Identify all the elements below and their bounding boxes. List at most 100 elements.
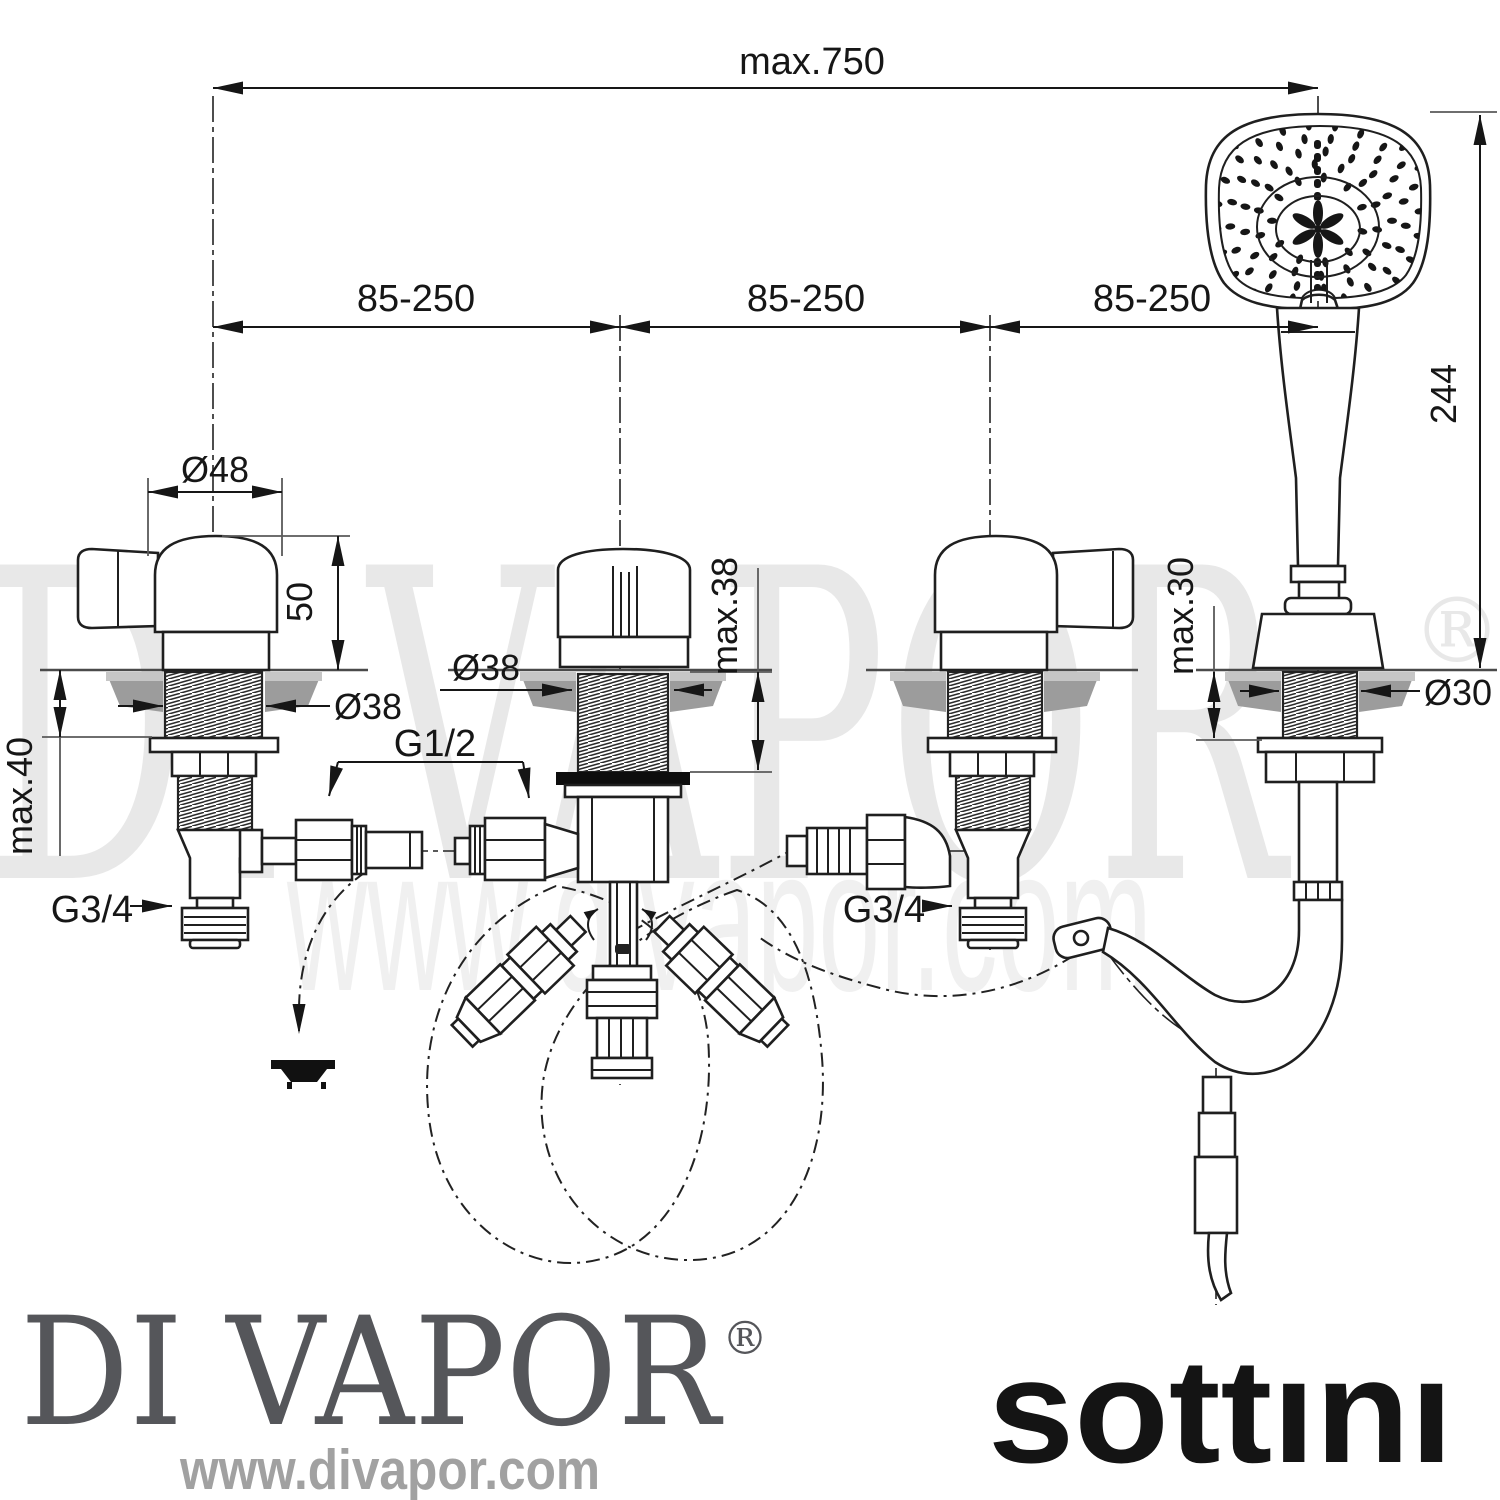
right-valve-lower-thread xyxy=(954,774,1032,832)
dim-holder-hole-label: Ø30 xyxy=(1424,672,1492,713)
flexible-hose-paths xyxy=(292,852,1099,1264)
dim-spout-hole: Ø38 xyxy=(440,647,712,697)
hose-to-right-valve xyxy=(629,852,787,933)
dim-handle-diameter-label: Ø48 xyxy=(181,449,249,490)
dim-inlet-thread-label: G1/2 xyxy=(394,723,476,765)
footer-registered-icon: ® xyxy=(722,1311,768,1365)
flex-tail-connectors xyxy=(449,880,791,1080)
hose-to-guide xyxy=(755,934,1099,998)
left-valve-cap xyxy=(153,534,279,634)
dimensions: max.750 85-250 85-250 85-250 Ø48 50 xyxy=(0,41,1497,931)
spray-ring-outer xyxy=(1256,176,1380,278)
right-valve-thread xyxy=(946,670,1044,740)
middle-union-nut xyxy=(483,816,547,882)
spray-flower-icon xyxy=(1292,200,1344,258)
swivel-arrow-right-icon xyxy=(641,908,657,941)
watermark-registered-icon: ® xyxy=(1412,579,1500,684)
dim-outlet-right: G3/4 xyxy=(843,889,952,931)
left-union-nut xyxy=(294,818,354,882)
waste-cable-path xyxy=(298,857,393,1009)
dim-handle-height-label: 50 xyxy=(279,582,320,622)
right-valve-flange xyxy=(926,736,1058,754)
dim-spout-deck-max: max.38 xyxy=(690,557,772,773)
left-valve xyxy=(76,534,424,950)
dim-spacing-1-label: 85-250 xyxy=(357,278,475,320)
left-valve-outlet-tail xyxy=(180,896,250,950)
footer-url: www.divapor.com xyxy=(179,1438,600,1500)
holder-lip xyxy=(1283,596,1353,616)
hose-guide xyxy=(1052,898,1344,1076)
footer-brand-logo: DI VAPOR xyxy=(20,1286,724,1460)
dim-spacing-2: 85-250 xyxy=(620,278,990,334)
left-valve-side-port xyxy=(238,818,424,882)
dim-valve-hole-label: Ø38 xyxy=(334,686,402,727)
right-valve xyxy=(785,534,1135,950)
dim-holder-hole: Ø30 xyxy=(1240,672,1492,713)
left-diagonal-connector xyxy=(449,914,588,1049)
left-valve-lower-thread xyxy=(176,774,254,832)
dim-outlet-left-label: G3/4 xyxy=(51,889,133,931)
handle-step xyxy=(1289,564,1347,584)
dim-handset-length: 244 xyxy=(1423,111,1497,668)
spout-thread xyxy=(576,672,670,774)
right-valve-outlet-tail xyxy=(958,896,1028,950)
dim-inlet-thread: G1/2 xyxy=(328,723,531,799)
right-union-nut xyxy=(865,813,907,891)
dim-valve-hole: Ø38 xyxy=(118,686,402,727)
dim-holder-deck-max-label: max.30 xyxy=(1160,557,1201,675)
deck-top-edge xyxy=(106,672,1415,681)
middle-spout xyxy=(453,547,692,884)
hose-loop-right xyxy=(540,888,824,1262)
dim-spout-deck-max-label: max.38 xyxy=(704,557,745,675)
right-valve-cap xyxy=(933,534,1059,634)
holder-outlet-tube xyxy=(1297,780,1339,884)
left-valve-locknut xyxy=(170,750,258,778)
spout-flange xyxy=(563,783,683,799)
swivel-nub xyxy=(615,944,631,954)
dim-spacing-2-label: 85-250 xyxy=(747,278,865,320)
right-valve-handle xyxy=(1051,547,1135,630)
right-valve-body xyxy=(954,828,1032,900)
holder-nut xyxy=(1264,750,1376,784)
spout-left-port xyxy=(453,816,580,882)
guide-screw-hole xyxy=(1072,929,1090,947)
dim-outlet-right-label: G3/4 xyxy=(843,889,925,931)
spout-skirt xyxy=(558,635,690,669)
spout-cap-slot xyxy=(612,566,638,637)
dim-spout-hole-label: Ø38 xyxy=(452,647,520,688)
footer-manufacturer-logo: sottını xyxy=(988,1329,1453,1494)
dim-handset-length-label: 244 xyxy=(1423,364,1464,424)
holder-flange xyxy=(1256,736,1384,754)
dim-spacing-3: 85-250 xyxy=(990,278,1318,334)
dim-overall-width-label: max.750 xyxy=(739,41,885,83)
holder-cone xyxy=(1251,612,1385,670)
left-valve-base xyxy=(161,630,271,672)
left-valve-thread xyxy=(163,670,264,740)
spray-ring-inner xyxy=(1275,195,1361,263)
swivel-arrow-left-icon xyxy=(583,908,599,941)
right-valve-side-port xyxy=(785,813,952,891)
spout-cap xyxy=(556,547,692,639)
holder-thread xyxy=(1281,670,1359,740)
dim-spacing-1: 85-250 xyxy=(213,278,620,334)
left-valve-flange xyxy=(148,736,280,754)
dim-valve-deck-max-label: max.40 xyxy=(0,737,40,855)
right-diagonal-connector xyxy=(652,914,791,1049)
spout-gasket xyxy=(556,772,690,785)
dim-handle-height: 50 xyxy=(222,535,350,670)
center-tail-connector xyxy=(585,880,659,1080)
hose-tail xyxy=(1206,1231,1233,1302)
dim-holder-deck-max: max.30 xyxy=(1160,557,1262,741)
shower-head-face-outline xyxy=(1217,124,1423,300)
footer: DI VAPOR ® www.divapor.com sottını xyxy=(20,1286,1453,1500)
right-valve-locknut xyxy=(948,750,1036,778)
dim-outlet-left: G3/4 xyxy=(51,889,172,931)
right-valve-base xyxy=(939,630,1049,672)
dim-handle-diameter: Ø48 xyxy=(147,449,283,556)
dim-overall-width: max.750 xyxy=(213,41,1318,95)
handset xyxy=(1204,112,1432,902)
guide-inner-edge xyxy=(1107,927,1300,1003)
hose-end-connector xyxy=(1193,1075,1239,1302)
